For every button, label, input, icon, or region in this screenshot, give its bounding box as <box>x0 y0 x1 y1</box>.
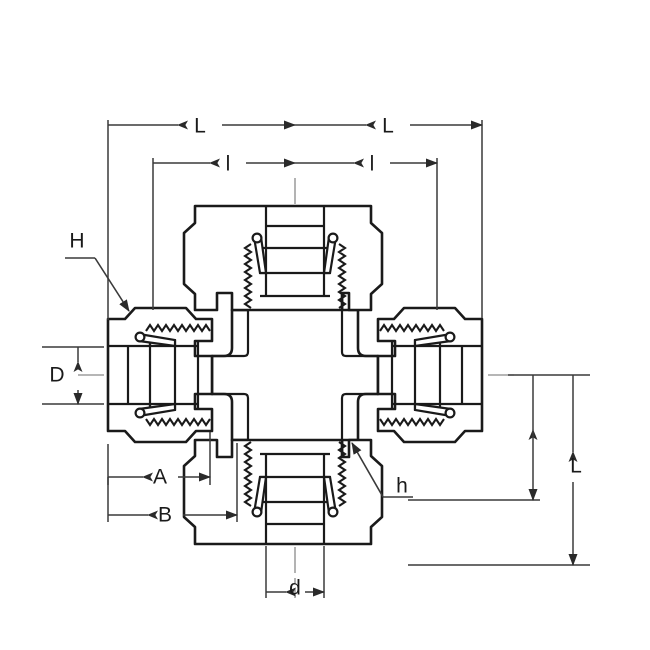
right-nut-outline <box>376 306 484 444</box>
dim-label-H: H <box>69 230 84 253</box>
top-ferrule-bead-left <box>251 232 263 244</box>
body-fillet-br <box>340 392 378 440</box>
dimension-group-d <box>265 546 325 598</box>
right-thread <box>379 323 445 427</box>
bottom-ferrule-bead-right <box>327 506 339 518</box>
dim-label-A: A <box>153 466 167 489</box>
bottom-thread-left <box>243 441 253 507</box>
right-ferrule-bead-bottom <box>444 407 456 419</box>
left-thread-bottom <box>145 417 211 427</box>
body-fillet-tr <box>340 310 378 358</box>
dimension-group-top-l <box>152 158 438 310</box>
port-left <box>106 306 214 444</box>
left-thread <box>145 323 211 427</box>
dim-label-D: D <box>49 364 64 387</box>
left-nut-outline <box>106 306 214 444</box>
dim-label-h: h <box>396 475 408 498</box>
top-thread-left <box>243 243 253 309</box>
port-top-internals <box>251 206 339 298</box>
port-bottom-internals <box>251 452 339 544</box>
body-fillet-tl <box>212 310 250 358</box>
port-right <box>376 306 484 444</box>
dim-label-L-right: L <box>570 455 582 478</box>
left-ferrule-bead-bottom <box>134 407 146 419</box>
dim-label-B: B <box>158 504 172 527</box>
port-right-internals <box>390 331 482 419</box>
dim-label-l-top-left: l <box>226 153 231 176</box>
center-body-detail <box>212 310 378 440</box>
leader-h-arrow <box>351 442 384 498</box>
right-thread-bottom <box>379 417 445 427</box>
dim-label-l-top-right: l <box>370 153 375 176</box>
bottom-thread <box>243 441 347 507</box>
port-left-internals <box>108 331 200 419</box>
center-body <box>210 294 380 456</box>
leader-group-H <box>65 257 130 312</box>
center-body-outline <box>210 294 380 456</box>
dimension-group-B <box>107 443 238 522</box>
leader-group-h <box>351 442 413 498</box>
right-thread-top <box>379 323 445 333</box>
bottom-nut-outline <box>182 438 384 546</box>
port-bottom <box>182 438 384 546</box>
left-ferrule-bead-top <box>134 331 146 343</box>
dimension-group-right-L <box>408 374 590 566</box>
dimension-group-top-L <box>107 120 483 320</box>
dim-label-d: d <box>289 577 301 600</box>
left-thread-top <box>145 323 211 333</box>
body-fillet-bl <box>212 392 250 440</box>
bottom-thread-right <box>337 441 347 507</box>
dimension-group-D <box>42 346 104 405</box>
dim-label-L-top-right: L <box>382 115 394 138</box>
port-top <box>182 204 384 312</box>
top-thread <box>243 243 347 309</box>
bottom-ferrule-bead-left <box>251 506 263 518</box>
top-ferrule-bead-right <box>327 232 339 244</box>
right-ferrule-bead-top <box>444 331 456 343</box>
leader-H-arrow <box>94 257 130 312</box>
top-nut-outline <box>182 204 384 312</box>
dim-label-L-top-left: L <box>194 115 206 138</box>
top-thread-right <box>337 243 347 309</box>
